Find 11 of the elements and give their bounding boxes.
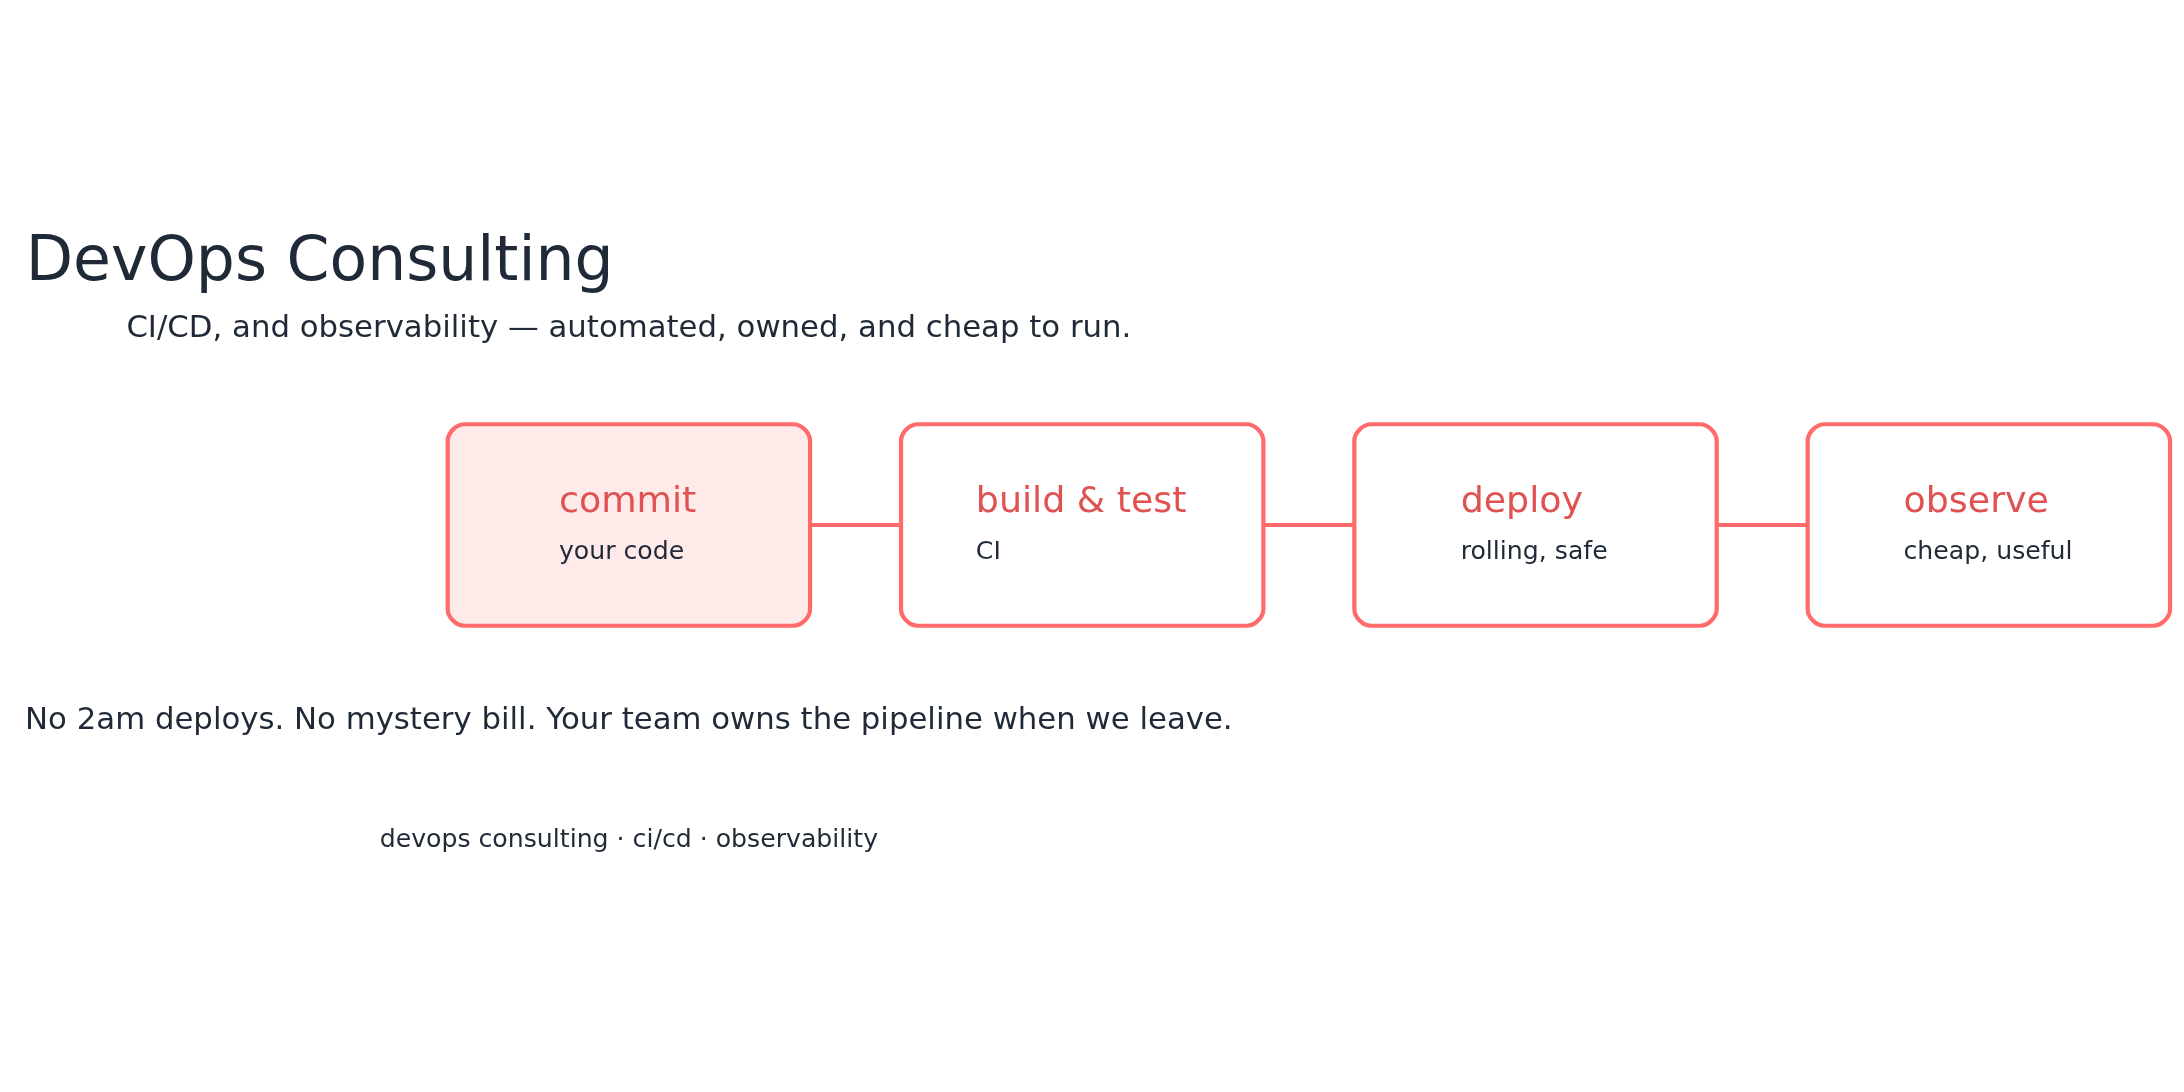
- connector: [1263, 522, 1354, 528]
- node-box: deploy rolling, safe: [1352, 422, 1719, 628]
- node-box: commit your code: [445, 422, 813, 628]
- label: No 2am deploys. No mystery bill. Your team owns the pipeline when we leave.: [25, 699, 1233, 736]
- node-box: build & test CI: [898, 422, 1266, 628]
- connector: [810, 522, 901, 528]
- label: devops consulting · ci/cd · observability: [379, 824, 879, 854]
- connector: [1717, 522, 1808, 528]
- label: CI/CD, and observability — automated, owned, and cheap to run.: [126, 307, 1132, 344]
- diagram-title: DevOps Consulting: [25, 223, 614, 296]
- node-box: observe cheap, useful: [1805, 422, 2173, 628]
